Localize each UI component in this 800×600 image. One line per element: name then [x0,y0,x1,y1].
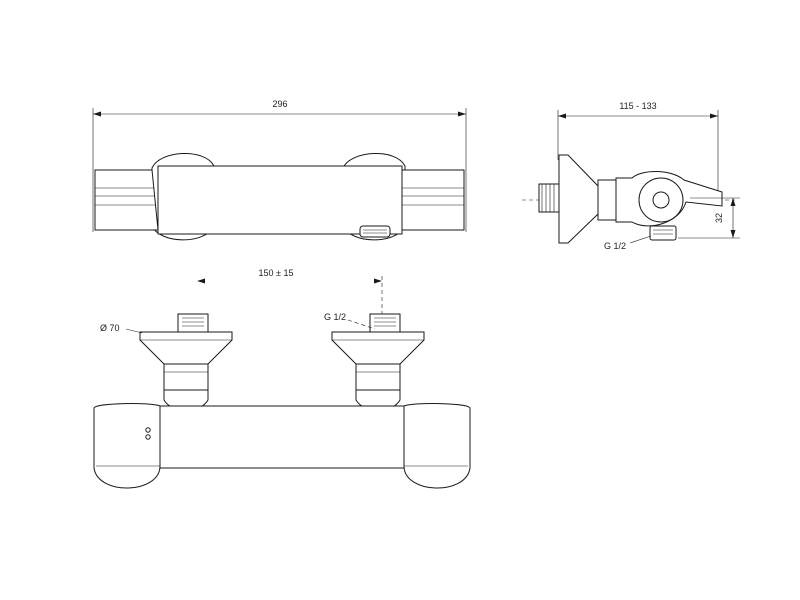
side-view: 115 - 133 [522,101,740,251]
main-body-front [157,165,403,235]
side-depth-dimension: 115 - 133 [557,101,719,200]
flange-diameter-label: Ø 70 [100,323,120,333]
overall-width-dimension: 296 [92,99,467,232]
side-thread-label: G 1/2 [604,241,626,251]
overall-width-label: 296 [272,99,287,109]
left-handle-plan [93,403,161,489]
left-handle [94,169,159,231]
right-handle [395,169,465,231]
right-connection-plan [331,313,425,411]
side-depth-label: 115 - 133 [619,101,656,111]
side-height-dimension: 32 [678,197,740,239]
front-outlet [359,225,391,238]
side-flange [558,154,599,244]
front-view: 296 [92,99,467,241]
centers-label: 150 ± 15 [259,268,294,278]
plan-view: 150 ± 15 [93,268,471,489]
main-body-plan [159,405,405,469]
left-connection-plan [139,313,233,411]
side-wall-thread [538,183,560,213]
side-knob-outer [638,177,684,223]
right-handle-plan [403,403,471,489]
side-height-label: 32 [714,213,724,223]
top-thread-label: G 1/2 [324,312,346,322]
side-outlet [649,225,677,241]
side-knob-inner [652,191,670,209]
